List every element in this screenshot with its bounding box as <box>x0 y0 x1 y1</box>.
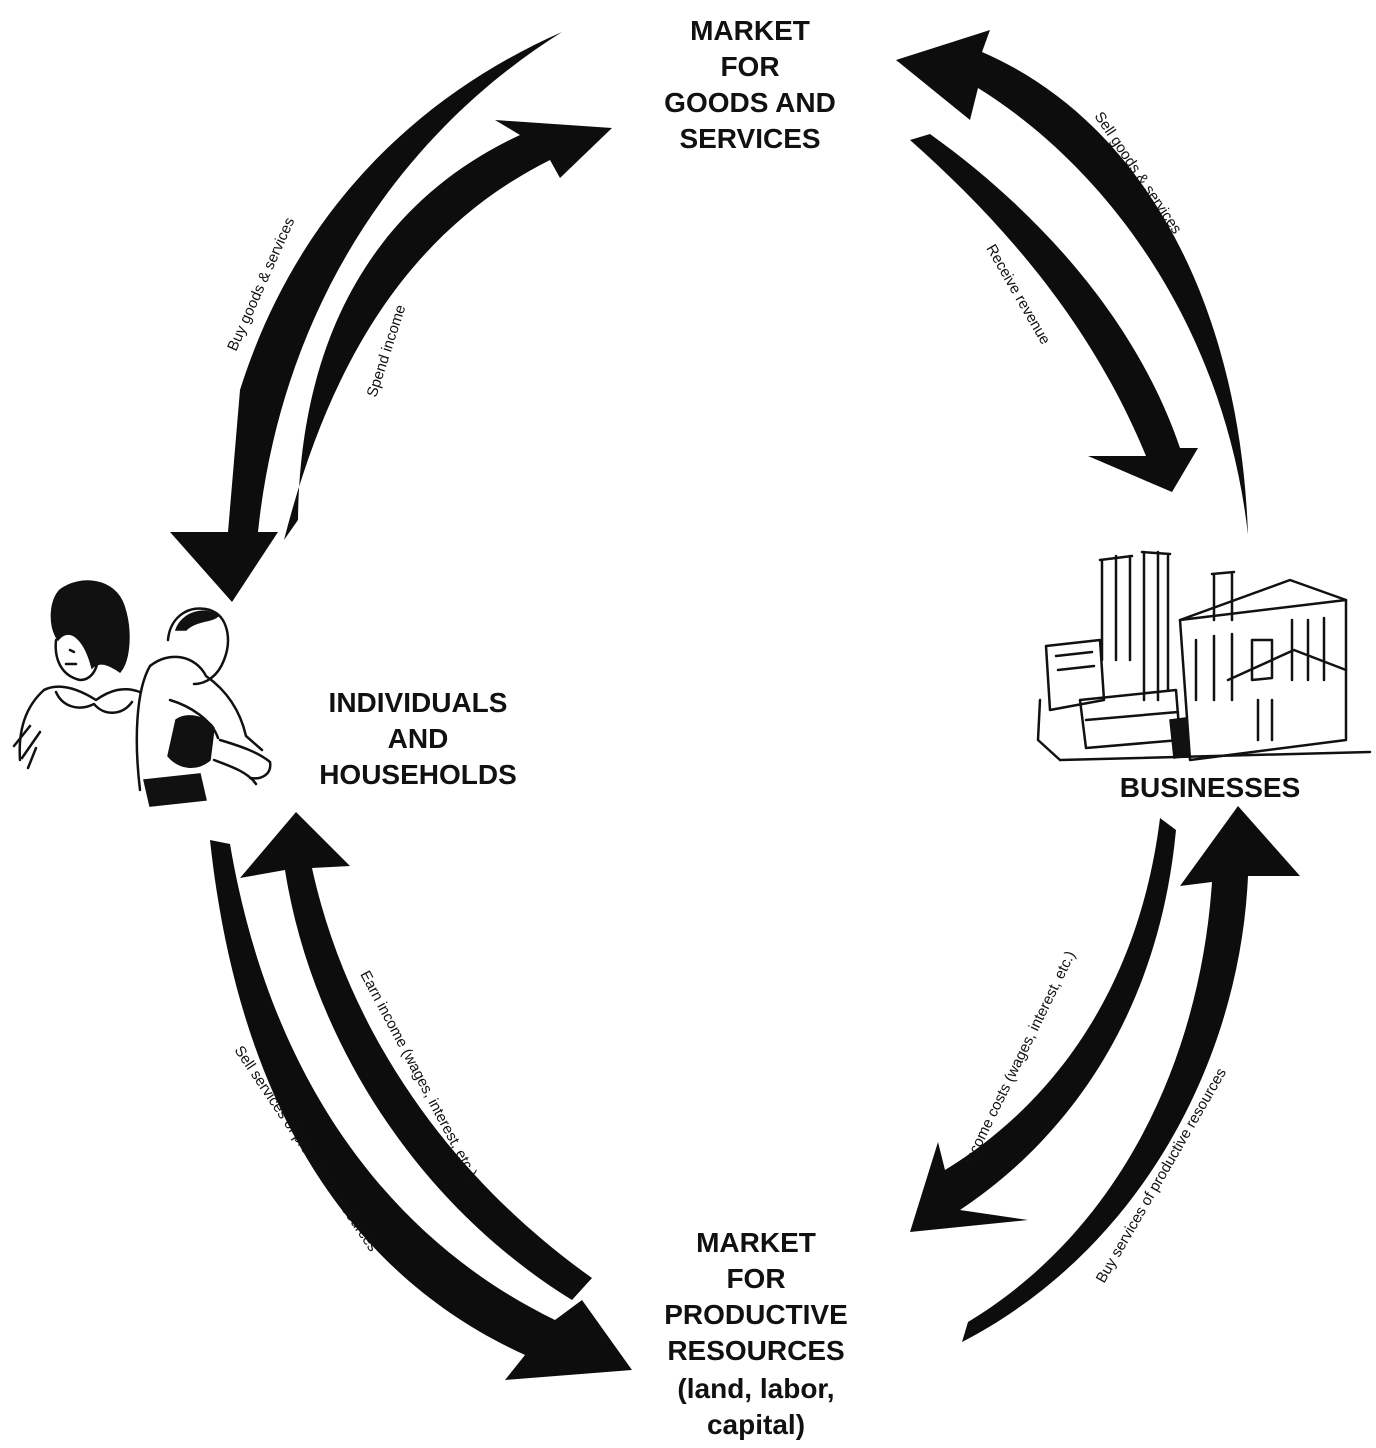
svg-text:MARKET: MARKET <box>690 15 810 46</box>
svg-text:GOODS AND: GOODS AND <box>664 87 836 118</box>
svg-text:INDIVIDUALS: INDIVIDUALS <box>329 687 508 718</box>
arrow-sell-goods <box>896 30 1248 535</box>
factory-illustration <box>1036 550 1372 762</box>
people-illustration <box>12 580 272 807</box>
svg-text:HOUSEHOLDS: HOUSEHOLDS <box>319 759 517 790</box>
svg-text:capital): capital) <box>707 1409 805 1440</box>
svg-text:BUSINESSES: BUSINESSES <box>1120 772 1301 803</box>
arrow-buy-goods <box>170 32 562 602</box>
arrow-buy-services <box>962 806 1300 1342</box>
svg-text:SERVICES: SERVICES <box>679 123 820 154</box>
svg-text:MARKET: MARKET <box>696 1227 816 1258</box>
goods-market-label: MARKET FOR GOODS AND SERVICES <box>664 15 836 154</box>
svg-text:PRODUCTIVE: PRODUCTIVE <box>664 1299 848 1330</box>
arrow-sell-services <box>210 840 632 1380</box>
arrow-receive-revenue <box>910 134 1198 492</box>
arrow-income-costs <box>910 818 1176 1232</box>
arrow-spend-income <box>284 120 612 540</box>
households-label: INDIVIDUALS AND HOUSEHOLDS <box>319 687 517 790</box>
svg-text:RESOURCES: RESOURCES <box>667 1335 844 1366</box>
svg-text:FOR: FOR <box>720 51 779 82</box>
resource-market-label: MARKET FOR PRODUCTIVE RESOURCES (land, l… <box>664 1227 848 1440</box>
svg-text:(land, labor,: (land, labor, <box>677 1373 834 1404</box>
arrow-earn-income <box>240 812 592 1300</box>
businesses-label: BUSINESSES <box>1120 772 1301 803</box>
svg-text:AND: AND <box>388 723 449 754</box>
svg-text:FOR: FOR <box>726 1263 785 1294</box>
